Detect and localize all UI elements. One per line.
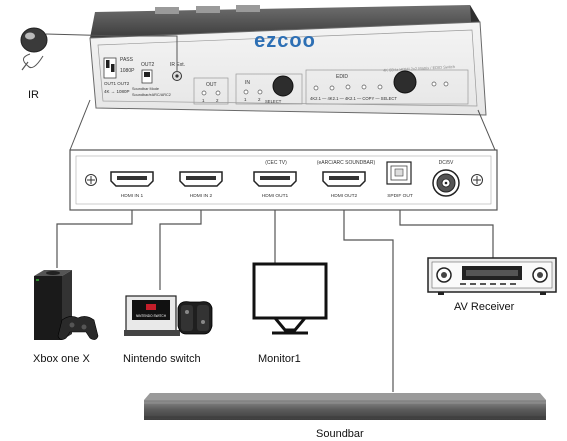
out2-label: OUT2 <box>141 62 155 68</box>
xbox-label: Xbox one X <box>33 353 91 365</box>
edid-led-3 <box>345 84 351 90</box>
monitor-icon <box>252 262 328 335</box>
edid-row-label: 4K2.1 — 4K2.1 — 4K2.1 — COPY — SELECT <box>310 96 397 101</box>
out-n2: 2 <box>216 98 219 103</box>
xbox-controller-icon <box>57 316 99 340</box>
ir-label: IR <box>28 89 39 101</box>
edid-group-label: EDID <box>336 74 348 80</box>
audio-mode-label: Soundbar Mode <box>132 87 159 91</box>
edid-led-5 <box>377 84 383 90</box>
in-group-label: IN <box>245 80 250 86</box>
screw-icon-right <box>471 174 483 186</box>
hdmi-in1-label: HDMI IN 1 <box>121 193 144 199</box>
soundbar-label: Soundbar <box>316 428 364 440</box>
select-label-1: SELECT <box>265 99 282 104</box>
hdmi-out1-port[interactable] <box>253 171 297 187</box>
cables <box>56 210 494 392</box>
edid-led-1 <box>313 85 319 91</box>
cec-tv-label: (CEC TV) <box>265 160 287 166</box>
audio-mode-sub-label: Soundbar/eARC/ARC2 <box>132 93 171 97</box>
edid-led-4 <box>361 84 367 90</box>
screw-icon-left <box>85 174 97 186</box>
hdmi-in1-port[interactable] <box>110 171 154 187</box>
earc-label: (eARC/ARC SOUNDBAR) <box>317 160 376 166</box>
out-n1: 1 <box>202 98 205 103</box>
ir-receiver: IR <box>20 27 178 101</box>
pass-label: PASS <box>120 57 134 63</box>
hdmi-out2-label: HDMI OUT2 <box>331 193 358 199</box>
hdmi-in2-label: HDMI IN 2 <box>190 193 213 199</box>
hdmi-in2-port[interactable] <box>179 171 223 187</box>
out-led-1 <box>201 90 207 96</box>
brand-logo: ezcoo <box>254 30 316 52</box>
out-led-2 <box>215 90 221 96</box>
in-led-2 <box>257 89 263 95</box>
ir-ext-label: IR Ext. <box>170 62 185 68</box>
perspective-lines <box>69 99 496 151</box>
hdmi-out2-port[interactable] <box>322 171 366 187</box>
av-receiver-icon <box>427 257 557 295</box>
spdif-label: SPDIF OUT <box>387 193 413 199</box>
1080p-label: 1080P <box>120 68 135 74</box>
out-group-label: OUT <box>206 82 217 88</box>
in-led-1 <box>243 89 249 95</box>
switch-back-panel: HDMI IN 1 HDMI IN 2 (CEC TV) HDMI OUT1 (… <box>69 149 498 211</box>
switch-screen-logo: NINTENDO SWITCH <box>136 314 167 318</box>
av-receiver-label: AV Receiver <box>454 301 515 313</box>
hdmi-out1-label: HDMI OUT1 <box>262 193 289 199</box>
in-n1: 1 <box>244 97 247 102</box>
edid-led-2 <box>329 85 335 91</box>
spdif-port[interactable] <box>386 161 412 185</box>
ir-eye-icon <box>20 27 48 53</box>
monitor-label: Monitor1 <box>258 353 301 365</box>
edid-select-button[interactable] <box>393 70 417 94</box>
soundbar-icon <box>144 393 546 420</box>
scale-label: 4K → 1080P <box>104 89 130 94</box>
nintendo-label: Nintendo switch <box>123 353 201 365</box>
out1-out2-label: OUT1 OUT2 <box>104 81 130 86</box>
in-n2: 2 <box>258 97 261 102</box>
dc-power-port[interactable] <box>432 169 460 197</box>
dc-label: DC/5V <box>439 160 454 166</box>
switch-front-view: ezcoo 4K 60Hz HDMI 2x2 Matrix / EDID Swi… <box>89 5 487 116</box>
input-select-button[interactable] <box>272 75 294 97</box>
model-text: 4K 60Hz HDMI 2x2 Matrix / EDID Switch <box>383 64 455 73</box>
nintendo-switch-icon: NINTENDO SWITCH <box>124 295 213 336</box>
